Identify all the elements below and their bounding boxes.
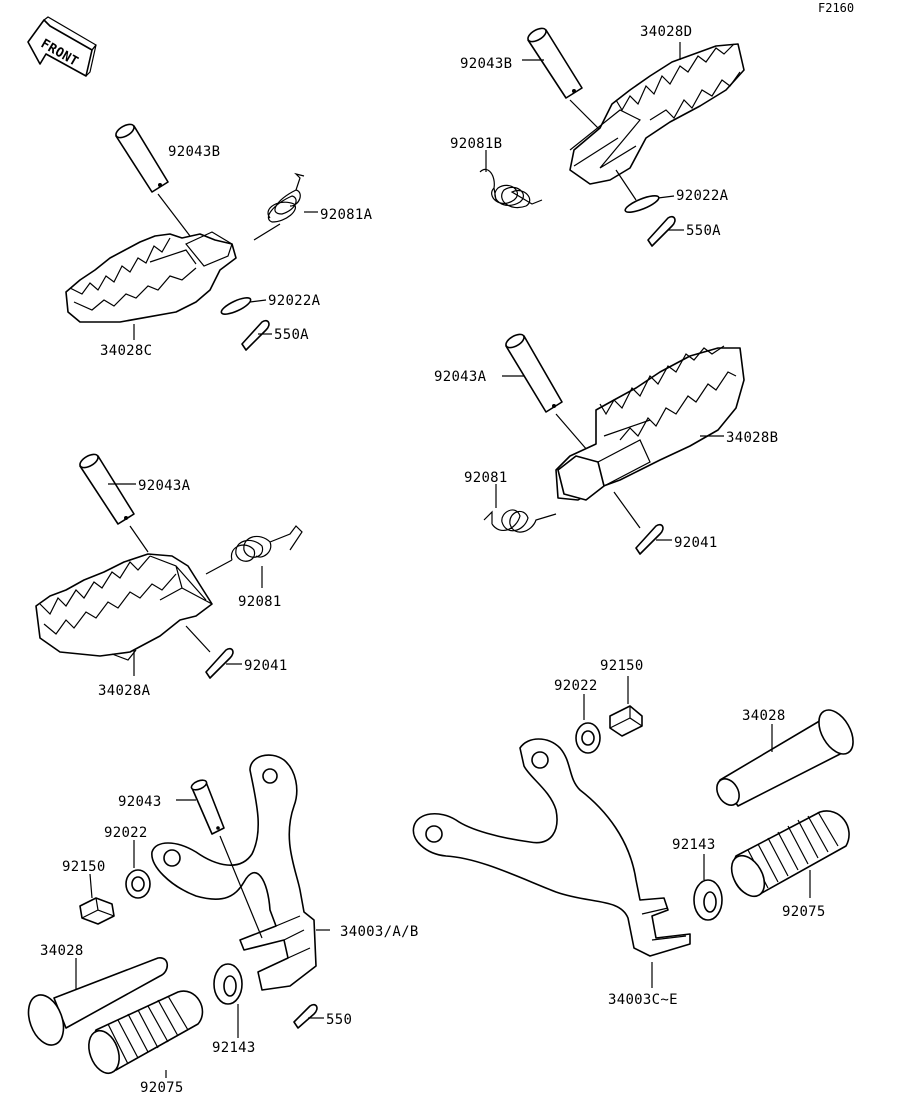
label-550a-right: 550A (686, 223, 721, 239)
label-92081-right: 92081 (464, 470, 508, 486)
label-92150-left: 92150 (62, 859, 106, 875)
figure-code: F2160 (818, 1, 854, 15)
footpeg-34028a-assembly: 92043A 92081 92041 34028A (35, 453, 303, 699)
bracket-34003-a-b (151, 754, 317, 991)
pin-92043a-left (79, 453, 135, 525)
footpeg-34028b-assembly: 92043A 34028B 92081 92041 (434, 333, 778, 555)
footpeg-34028c-assembly: 92043B 92081A 92022A 550A 34028C (65, 123, 373, 359)
label-34028-right: 34028 (742, 708, 786, 724)
label-92150-right: 92150 (600, 658, 644, 674)
label-92143-right: 92143 (672, 837, 716, 853)
label-92043a-left: 92043A (138, 478, 191, 494)
pin-92043 (190, 779, 263, 939)
pin-92043b (115, 123, 169, 193)
bolt-92150-right (609, 705, 643, 737)
footpeg-34028b (555, 345, 745, 501)
washer-92143-right (693, 879, 723, 921)
pin-92043b-right (527, 27, 583, 99)
cotter-pin-550a (241, 319, 270, 351)
front-arrow-icon: FRONT (27, 16, 97, 77)
spring-92081-right (483, 509, 557, 533)
cotter-pin-550 (293, 1003, 318, 1029)
washer-92022 (125, 869, 151, 899)
bracket-assembly-left: 92043 92022 92150 34003/A/B 34028 550 92… (27, 754, 419, 1096)
label-34028a: 34028A (98, 683, 151, 699)
washer-92022a-right (624, 195, 660, 213)
label-92081-left: 92081 (238, 594, 282, 610)
pin-92043a-right (505, 333, 563, 413)
label-92043b-left: 92043B (168, 144, 220, 160)
label-34028d: 34028D (640, 24, 692, 40)
footpeg-34028a (35, 553, 213, 661)
bolt-92150 (79, 897, 115, 925)
label-550a-left: 550A (274, 327, 309, 343)
spring-92081a (253, 172, 305, 241)
label-92022a-right: 92022A (676, 188, 729, 204)
spring-92081b (479, 168, 543, 209)
label-92041-left: 92041 (244, 658, 288, 674)
footpeg-34028c (65, 231, 237, 323)
bracket-34003c-e (412, 738, 691, 957)
label-92143-left: 92143 (212, 1040, 256, 1056)
label-34003-a-b: 34003/A/B (340, 924, 419, 940)
label-550: 550 (326, 1012, 352, 1028)
label-92022-left: 92022 (104, 825, 148, 841)
label-34028-left: 34028 (40, 943, 84, 959)
label-92043: 92043 (118, 794, 162, 810)
shaft-34028-left (27, 957, 169, 1046)
label-34028c: 34028C (100, 343, 152, 359)
label-92075-left: 92075 (140, 1080, 184, 1096)
footpeg-34028d-assembly: 92043B 34028D 92081B 92022A 550A (450, 24, 745, 247)
rubber-92075-right (730, 810, 850, 898)
bracket-assembly-right: 92022 92150 34028 92143 92075 34003C~E (412, 658, 854, 1008)
rubber-92075-left (88, 990, 204, 1075)
label-92075-right: 92075 (782, 904, 826, 920)
cotter-pin-92041-left (205, 647, 234, 679)
label-92081b: 92081B (450, 136, 502, 152)
cotter-pin-92041-right (635, 523, 664, 555)
label-92081a: 92081A (320, 207, 373, 223)
label-92043b-right: 92043B (460, 56, 512, 72)
spring-92081-left (205, 525, 303, 575)
washer-92022-right (575, 722, 601, 754)
shaft-34028-right (716, 709, 854, 807)
label-92022-right: 92022 (554, 678, 598, 694)
label-92041-right: 92041 (674, 535, 718, 551)
washer-92143-left (213, 963, 243, 1005)
label-92043a-right: 92043A (434, 369, 487, 385)
footpeg-34028d (569, 43, 745, 185)
cotter-pin-550a-right (647, 215, 676, 247)
label-92022a-left: 92022A (268, 293, 321, 309)
label-34028b: 34028B (726, 430, 778, 446)
washer-92022a (220, 297, 252, 315)
label-34003c-e: 34003C~E (608, 992, 678, 1008)
